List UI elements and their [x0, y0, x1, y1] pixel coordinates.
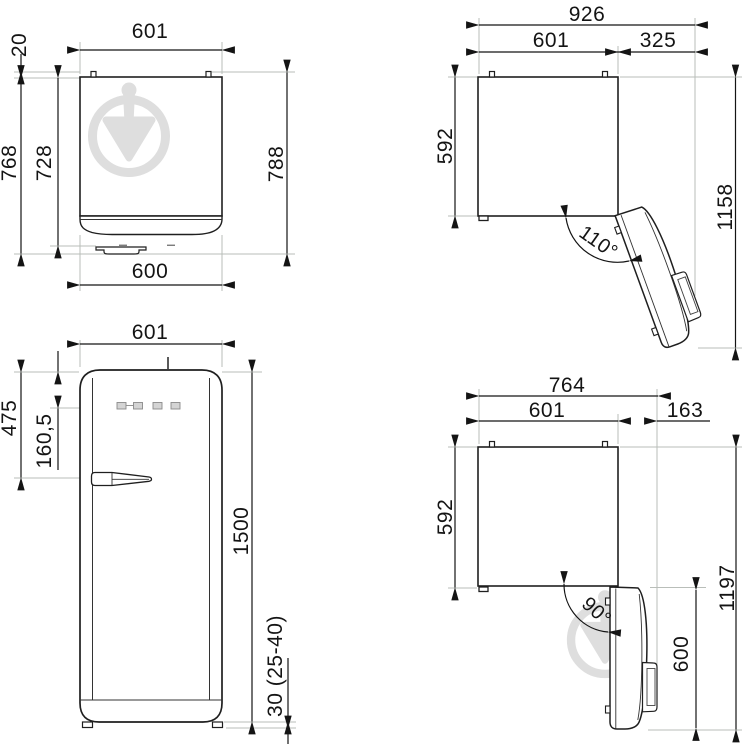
- dim-front-top-to-handle: 475: [0, 399, 21, 437]
- dim-topclosed-rear-clearance: 20: [8, 32, 31, 58]
- door-swing-arc-110: [560, 204, 643, 263]
- door-swing-arc-90: [560, 571, 622, 637]
- top-view-door-90: [477, 440, 658, 730]
- adjustable-foot: [81, 721, 94, 729]
- dim-open110-door-projection: 325: [639, 29, 677, 52]
- dim-front-top-to-display: 160,5: [33, 413, 56, 469]
- door-handle: [95, 246, 147, 255]
- dimension-lines: [17, 21, 740, 744]
- display-panel-icons: [116, 402, 181, 410]
- rear-spacer-pin: [205, 70, 212, 78]
- dim-open90-overall-depth: 1197: [716, 564, 739, 612]
- dim-open90-overall-width: 764: [548, 374, 586, 397]
- rear-spacer-pin: [488, 440, 496, 448]
- rear-spacer-pin: [601, 70, 609, 78]
- rear-spacer-pin: [90, 70, 97, 78]
- dim-open90-body-width: 601: [528, 399, 566, 422]
- top-view-door-110: [477, 70, 709, 352]
- adjustable-foot: [211, 721, 224, 729]
- dim-front-height: 1500: [230, 506, 253, 556]
- rear-spacer-pin: [488, 70, 496, 78]
- dim-topclosed-width: 601: [131, 20, 169, 43]
- dim-front-width: 601: [131, 321, 169, 344]
- top-view-closed: [79, 70, 223, 255]
- dim-topclosed-depth-body: 728: [33, 144, 56, 182]
- dim-open110-body-width: 601: [532, 29, 570, 52]
- front-view: [79, 357, 224, 729]
- curved-door-front: [79, 215, 223, 236]
- rear-spacer-pin: [601, 440, 609, 448]
- dim-open90-door-length: 600: [670, 635, 693, 673]
- dim-front-feet: 30 (25-40): [264, 615, 287, 717]
- dim-topclosed-depth-total: 788: [265, 145, 288, 183]
- dim-open110-overall-depth: 1158: [714, 183, 737, 231]
- dim-open110-depth: 592: [434, 127, 457, 165]
- dim-open90-door-projection: 163: [666, 399, 704, 422]
- fridge-body: [79, 369, 223, 723]
- dim-topclosed-depth-handle: 768: [0, 144, 21, 182]
- dim-open110-overall-width: 926: [568, 3, 606, 26]
- dim-topclosed-door-width: 600: [131, 260, 169, 283]
- dim-open90-depth: 592: [434, 498, 457, 536]
